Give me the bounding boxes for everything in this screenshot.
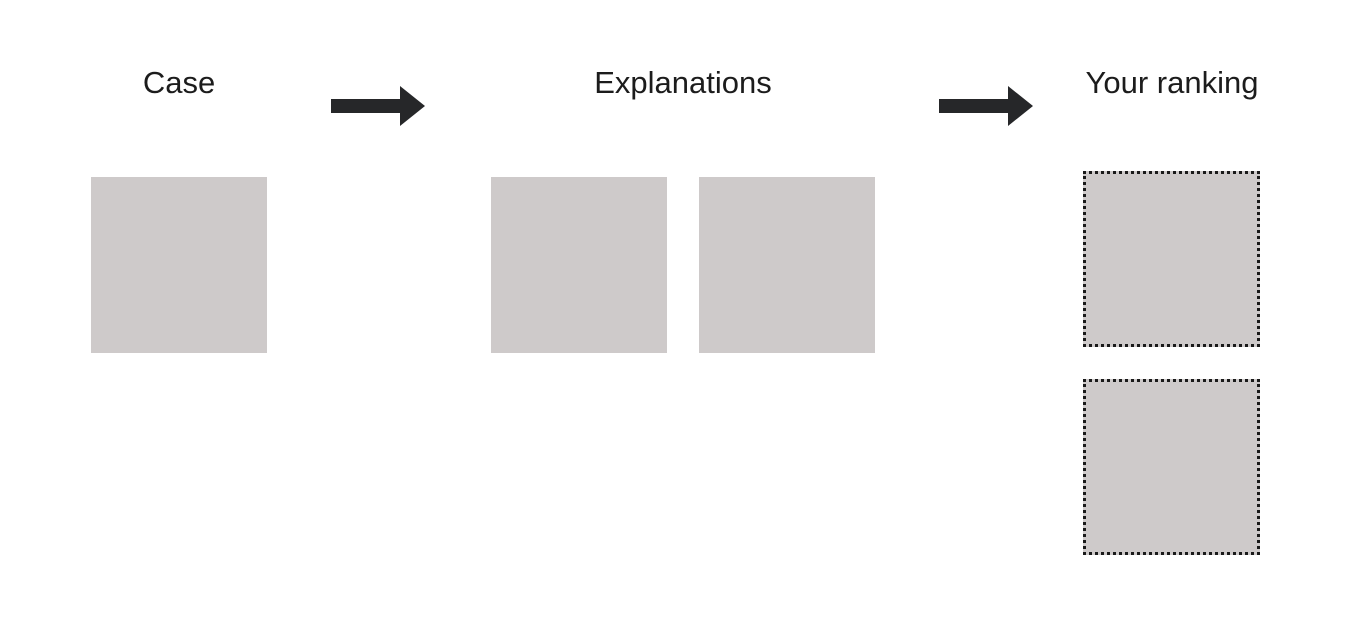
ranking-slot-2[interactable] (1083, 379, 1260, 555)
case-placeholder (91, 177, 267, 353)
explanation-card-1[interactable] (491, 177, 667, 353)
right-arrow-icon (939, 86, 1033, 126)
case-title: Case (142, 65, 216, 100)
explanation-card-2[interactable] (699, 177, 875, 353)
ranking-title: Your ranking (1085, 65, 1259, 100)
ranking-slot-1[interactable] (1083, 171, 1260, 347)
explanations-title: Explanations (594, 65, 772, 100)
right-arrow-icon (331, 86, 425, 126)
